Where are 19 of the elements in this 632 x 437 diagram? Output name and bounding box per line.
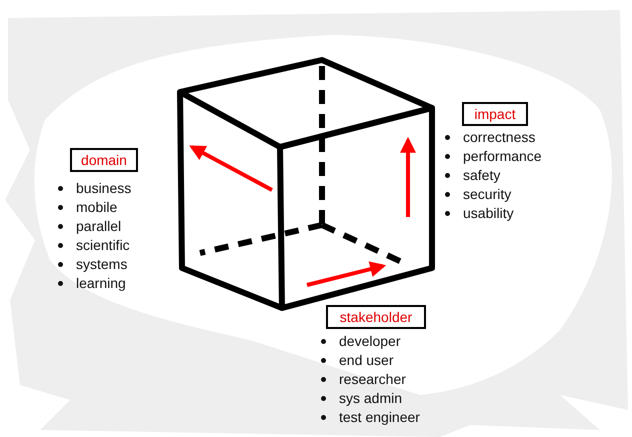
list-item: safety [463,167,500,183]
list-item: security [463,186,512,202]
list-item: developer [339,333,400,349]
heading-box: stakeholder [326,305,426,329]
list-item: test engineer [339,409,420,425]
list-item: scientific [76,237,130,253]
heading-box: domain [70,148,138,172]
list-item: usability [463,205,514,221]
list-item: parallel [76,218,122,234]
list-item: learning [76,275,126,291]
list-item: business [76,180,132,196]
list-item: researcher [339,371,406,387]
list-item: systems [76,256,128,272]
list-item: sys admin [339,390,402,406]
list-item: correctness [463,129,536,145]
list-item: mobile [76,199,118,215]
list-item: end user [339,352,394,368]
heading-box: impact [462,102,528,126]
list-item: performance [463,148,542,164]
